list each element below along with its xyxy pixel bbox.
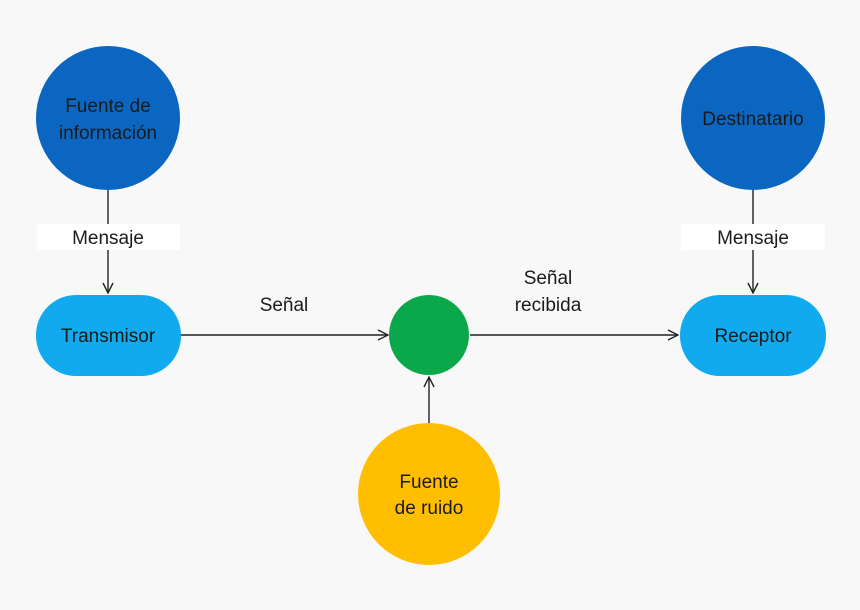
message-left-label: Mensaje	[72, 228, 144, 249]
source-node	[36, 46, 180, 190]
message-right-label: Mensaje	[717, 228, 789, 249]
noise-source-node	[358, 423, 500, 565]
transmitter-node	[36, 295, 181, 376]
receiver-node	[680, 295, 826, 376]
noise-point-node	[389, 295, 469, 375]
source-label-line2: información	[59, 123, 157, 144]
message-left-label-bg	[37, 224, 180, 250]
received-signal-label-line1: Señal	[524, 268, 573, 289]
received-signal-label-line2: recibida	[515, 295, 582, 316]
destination-node	[681, 46, 825, 190]
noise-source-label-line2: de ruido	[395, 498, 464, 519]
signal-label: Señal	[260, 295, 309, 316]
destination-label: Destinatario	[702, 109, 803, 130]
transmitter-label: Transmisor	[61, 326, 156, 347]
receiver-label: Receptor	[714, 326, 792, 347]
noise-source-label-line1: Fuente	[399, 472, 458, 493]
message-right-label-bg	[681, 224, 825, 250]
source-label-line1: Fuente de	[65, 96, 151, 117]
